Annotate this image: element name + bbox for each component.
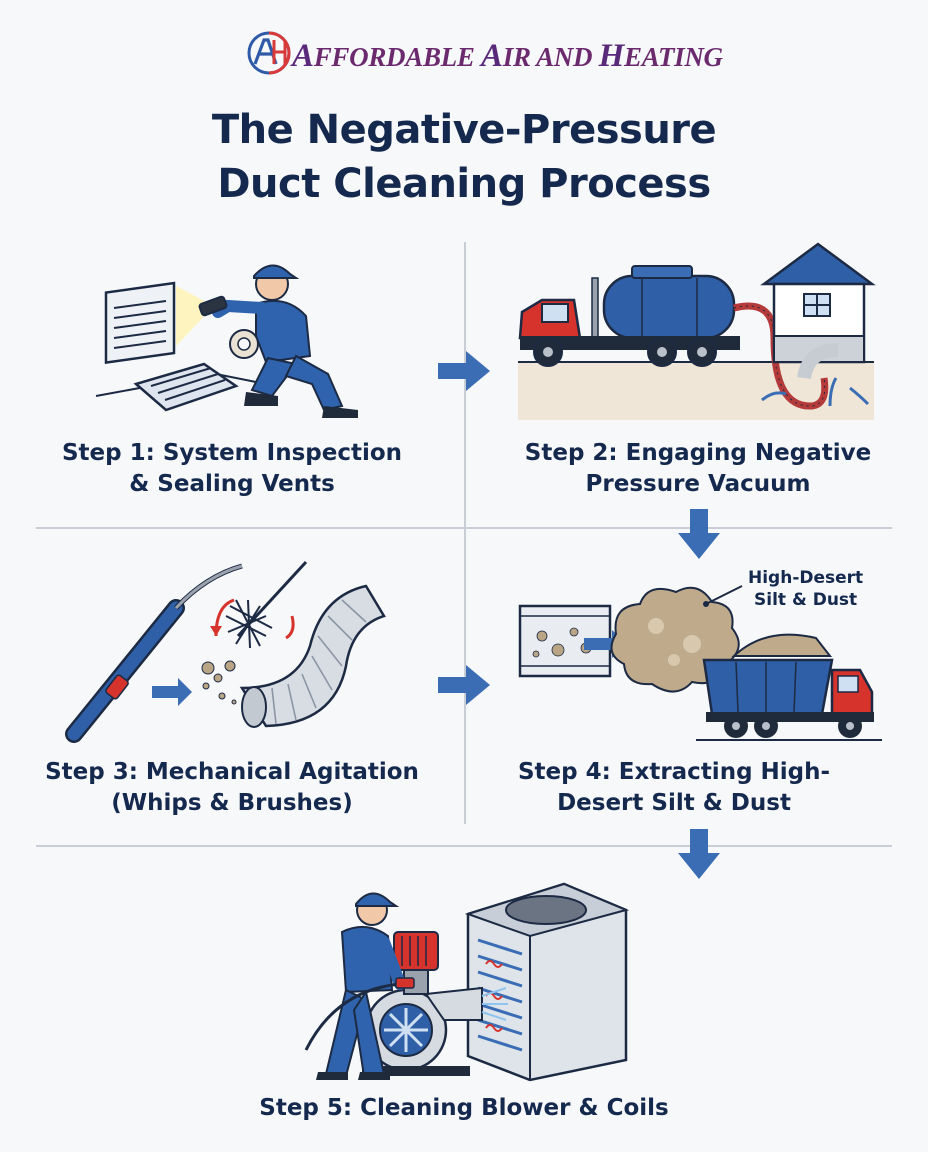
step-5-label: Step 5: Cleaning Blower & Coils — [164, 1093, 764, 1124]
flow-arrow-down-icon — [678, 829, 720, 879]
step-1-label: Step 1: System Inspection & Sealing Vent… — [30, 438, 434, 500]
flow-arrow-down-icon — [678, 509, 720, 559]
step-3-line-2: (Whips & Brushes) — [111, 790, 353, 816]
step-1-line-1: Step 1: System Inspection — [61, 440, 403, 466]
flow-arrow-right-icon — [438, 351, 490, 391]
step-2-label: Step 2: Engaging Negative Pressure Vacuu… — [496, 438, 900, 500]
technician-flashlight-vent-icon — [95, 264, 358, 418]
grid-divider-vertical — [464, 242, 466, 824]
step-3-label: Step 3: Mechanical Agitation (Whips & Br… — [30, 757, 434, 819]
grid-divider-horizontal-1 — [36, 527, 892, 529]
page-title-line-2: Duct Cleaning Process — [217, 161, 711, 207]
step-2-line-1: Step 2: Engaging Negative — [524, 440, 872, 466]
flow-arrow-right-icon — [438, 665, 490, 705]
dust-extraction-truck-icon — [518, 585, 882, 741]
brand-logo-mark-icon — [247, 31, 291, 75]
vacuum-truck-house-icon — [518, 242, 876, 420]
rotary-brush-duct-icon — [65, 560, 386, 743]
brand-logo: AFFORDABLE AIR AND HEATING — [246, 30, 723, 84]
step-4-label: Step 4: Extracting High- Desert Silt & D… — [472, 757, 876, 819]
step-2-line-2: Pressure Vacuum — [585, 471, 811, 497]
step-3-line-1: Step 3: Mechanical Agitation — [45, 759, 419, 785]
step-5-line-1: Step 5: Cleaning Blower & Coils — [259, 1095, 669, 1121]
callout-label: High-Desert Silt & Dust — [748, 567, 863, 611]
callout-line-1: High-Desert — [748, 568, 864, 588]
technician-blower-coil-icon — [304, 882, 630, 1082]
step-4-line-1: Step 4: Extracting High- — [517, 759, 831, 785]
brand-name: AFFORDABLE AIR AND HEATING — [292, 38, 723, 74]
page-title-line-1: The Negative-Pressure — [211, 107, 717, 153]
step-4-line-2: Desert Silt & Dust — [557, 790, 791, 816]
step-1-line-2: & Sealing Vents — [129, 471, 335, 497]
callout-line-2: Silt & Dust — [754, 590, 858, 610]
grid-divider-horizontal-2 — [36, 845, 892, 847]
